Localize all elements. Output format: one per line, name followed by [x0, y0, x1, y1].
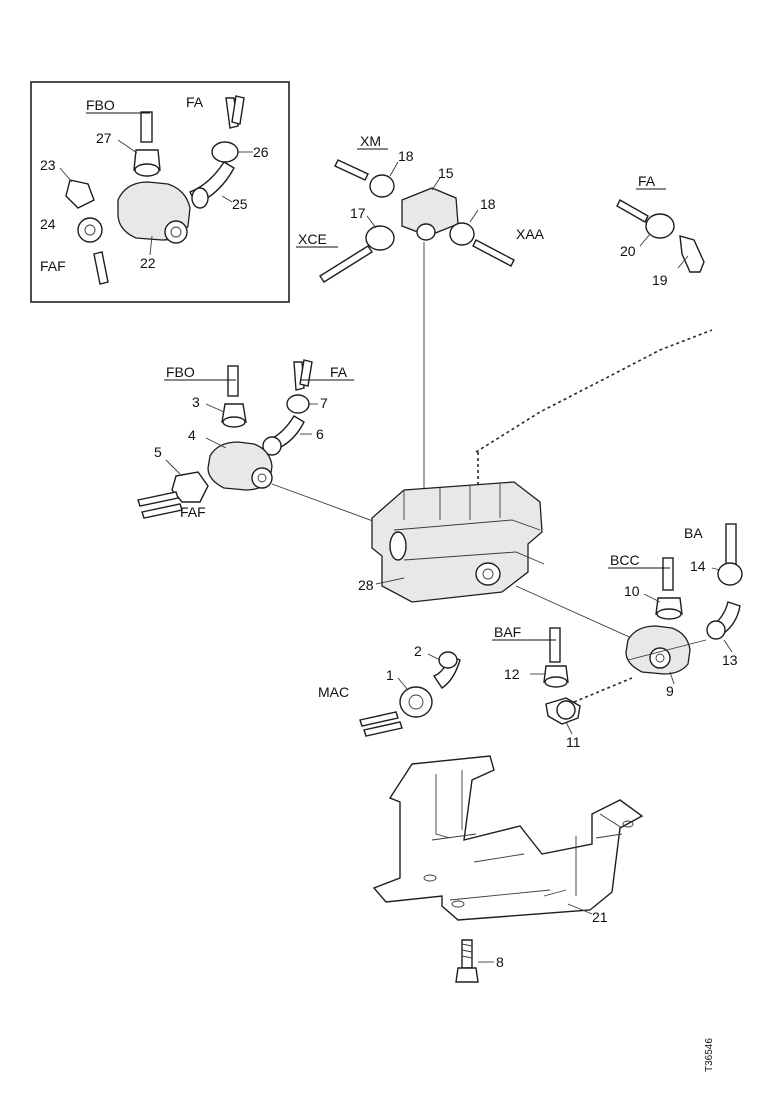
mounting-bracket: 21	[372, 755, 644, 925]
callout-9: 9	[666, 683, 674, 699]
label-bcc: BCC	[610, 552, 640, 568]
callout-18-right: 18	[480, 196, 496, 212]
inset-fbo-pipe	[140, 111, 153, 143]
label-ba: BA	[684, 525, 703, 541]
callout-3: 3	[192, 394, 200, 410]
inset-part-26	[211, 141, 239, 163]
label-xaa: XAA	[516, 226, 545, 242]
inset-callout-24: 24	[40, 216, 56, 232]
part-5	[171, 471, 209, 503]
callout-13: 13	[722, 652, 738, 668]
part-14	[717, 562, 743, 586]
callout-1: 1	[386, 667, 394, 683]
inset-callout-23: 23	[40, 157, 56, 173]
label-xm: XM	[360, 133, 381, 149]
callout-17: 17	[350, 205, 366, 221]
inset-frame	[30, 81, 290, 303]
dashed-harness	[475, 329, 713, 453]
right-valve-group: BA 14 BCC 10 13 9 BAF 12	[492, 523, 743, 750]
inset-part-24	[77, 217, 103, 243]
callout-8: 8	[496, 954, 504, 970]
inset-part-23	[65, 179, 95, 209]
upper-valve-group: XM 18 15 18 XAA 17 XCE	[296, 133, 545, 492]
bolt-group: 8	[455, 939, 504, 983]
callout-11: 11	[566, 734, 581, 750]
callout-21: 21	[592, 909, 608, 925]
label-faf: FAF	[180, 504, 206, 520]
label-mac: MAC	[318, 684, 349, 700]
callout-2: 2	[414, 643, 422, 659]
inset-faf-pipe	[93, 251, 109, 285]
callout-6: 6	[316, 426, 324, 442]
inset-callout-26: 26	[253, 144, 269, 160]
callout-18-upper: 18	[398, 148, 414, 164]
inset-callout-27: 27	[96, 130, 112, 146]
drawing-code: T36546	[704, 1038, 715, 1072]
part-1	[399, 686, 433, 718]
inset-fbo-label: FBO	[86, 97, 115, 113]
main-valve-block: 28	[358, 481, 637, 641]
callout-10: 10	[624, 583, 640, 599]
callout-19: 19	[652, 272, 668, 288]
callout-4: 4	[188, 427, 196, 443]
label-fa-right: FA	[638, 173, 656, 189]
callout-20: 20	[620, 243, 636, 259]
part-18-upper	[369, 174, 395, 198]
callout-5: 5	[154, 444, 162, 460]
inset-detail: FBO FA 27 26 25 22 23 24	[30, 81, 290, 303]
callout-28: 28	[358, 577, 374, 593]
inset-fa-label: FA	[186, 94, 204, 110]
label-fa: FA	[330, 364, 348, 380]
part-19	[679, 235, 705, 273]
callout-15: 15	[438, 165, 454, 181]
inset-callout-22: 22	[140, 255, 156, 271]
part-20	[645, 213, 675, 239]
mac-fitting-group: MAC 1 2	[318, 643, 461, 737]
inset-callout-25: 25	[232, 196, 248, 212]
label-baf: BAF	[494, 624, 521, 640]
callout-12: 12	[504, 666, 520, 682]
label-fbo: FBO	[166, 364, 195, 380]
inset-faf-label: FAF	[40, 258, 66, 274]
callout-14: 14	[690, 558, 706, 574]
part-7	[286, 394, 310, 414]
upper-right-group: FA 20 19	[616, 173, 705, 288]
callout-7: 7	[320, 395, 328, 411]
part-18-right	[449, 222, 475, 246]
part-17	[365, 225, 395, 251]
label-xce: XCE	[298, 231, 327, 247]
part-21	[372, 755, 644, 921]
left-valve-group: FBO 3 FA 7 6 4 5 FAF	[137, 359, 393, 529]
